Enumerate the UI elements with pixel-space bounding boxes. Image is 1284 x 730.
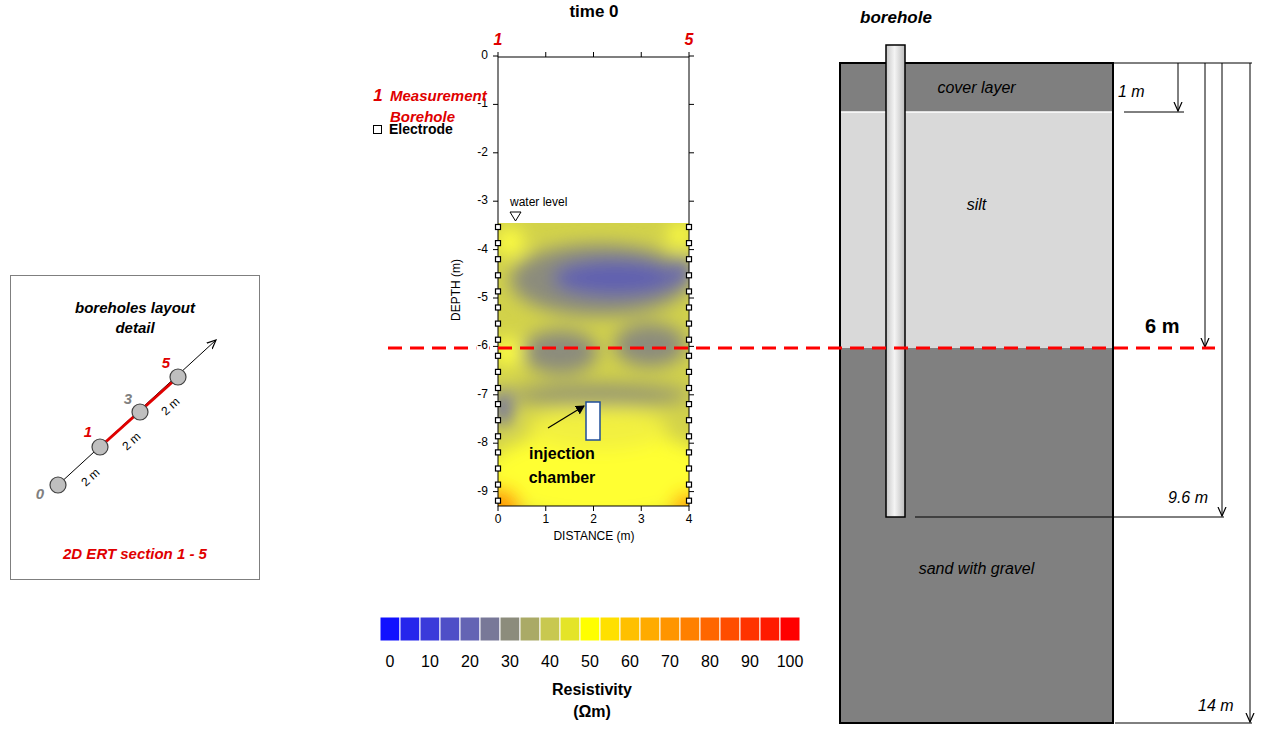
colourbar-tick: 70 <box>661 653 679 671</box>
sand-band <box>840 348 1113 723</box>
callout-number: 1 <box>84 423 92 440</box>
layout-axis <box>58 340 216 485</box>
colourbar-tick: 60 <box>621 653 639 671</box>
tick-label: -4 <box>476 243 489 257</box>
borehole-number: 1 <box>494 31 503 49</box>
colourbar-tick: 0 <box>386 653 395 671</box>
tick-label: 3 <box>638 513 645 527</box>
dimension-lines <box>915 63 1252 723</box>
colourbar-tick: 20 <box>461 653 479 671</box>
colourbar-tick: 10 <box>421 653 439 671</box>
callout-number: 5 <box>162 354 170 371</box>
soil-column <box>840 63 1113 723</box>
tick-label: -8 <box>476 436 489 450</box>
water-level-symbol <box>510 212 521 221</box>
soil-layer: silt <box>840 112 1113 348</box>
tick-label: -5 <box>476 291 489 305</box>
tick-label: 0 <box>495 513 502 527</box>
colour-bar <box>380 617 800 641</box>
soil-layer: cover layer <box>840 63 1113 112</box>
dimension-label: 2 m <box>159 395 183 419</box>
tick-label: 0 <box>480 49 489 63</box>
dimension-label: 2 m <box>120 430 144 454</box>
colourbar-tick: 40 <box>541 653 559 671</box>
callout-label: injection chamber <box>512 442 612 490</box>
layer-name: sand with gravel <box>847 559 1107 578</box>
inset-title: boreholes layout detail <box>65 298 205 338</box>
boundary-line <box>388 347 1215 350</box>
tick-label: -7 <box>476 388 489 402</box>
dimension-label: 6 m <box>1145 315 1179 338</box>
colourbar-tick: 80 <box>701 653 719 671</box>
cover-layer-band <box>840 63 1113 112</box>
tick-label: 4 <box>686 513 693 527</box>
layer-name: cover layer <box>847 78 1107 97</box>
dimension-label: 14 m <box>1198 697 1234 715</box>
resistivity-section <box>498 223 689 506</box>
tick-label: 1 <box>542 513 549 527</box>
tick-label: -9 <box>476 485 489 499</box>
dimension-label: 9.6 m <box>1168 489 1208 507</box>
axis-title: DEPTH (m) <box>450 259 464 321</box>
dimension-label: 1 m <box>1118 83 1145 101</box>
legend-number: 1 <box>373 86 382 106</box>
legend-text: Electrode <box>389 121 453 137</box>
axis-title: DISTANCE (m) <box>553 530 634 544</box>
colourbar-title: Resistivity <box>552 681 632 699</box>
water-level-label: water level <box>510 196 567 210</box>
inset-caption: 2D ERT section 1 - 5 <box>15 545 255 563</box>
axis-ticks <box>493 52 694 511</box>
electrode-row <box>496 225 692 504</box>
electrode-symbol <box>373 125 382 134</box>
chart-title: time 0 <box>569 2 618 22</box>
inset-panel: boreholes layout detail 2D ERT section 1 … <box>10 275 260 580</box>
borehole-label: borehole <box>860 8 932 28</box>
silt-band <box>840 112 1113 348</box>
colourbar-unit: (Ωm) <box>573 703 611 721</box>
colourbar-tick: 100 <box>777 653 804 671</box>
tick-label: -6 <box>476 339 489 353</box>
borehole-pipe <box>886 45 905 517</box>
colourbar-tick: 50 <box>581 653 599 671</box>
tick-label: -3 <box>476 194 489 208</box>
colourbar-tick: 30 <box>501 653 519 671</box>
tick-label: -2 <box>476 146 489 160</box>
callout-number: 0 <box>36 485 44 502</box>
callout-number: 3 <box>124 390 132 407</box>
borehole-number: 5 <box>685 31 694 49</box>
layer-name: silt <box>847 195 1107 214</box>
injection-chamber <box>586 402 600 440</box>
leader-line <box>548 406 584 428</box>
borehole-circles <box>50 369 186 493</box>
dimension-label: 2 m <box>79 466 103 490</box>
legend-text: Measurement Borehole <box>390 85 485 127</box>
tick-label: 2 <box>590 513 597 527</box>
colourbar-tick: 90 <box>741 653 759 671</box>
soil-layer: sand with gravel <box>840 348 1113 723</box>
